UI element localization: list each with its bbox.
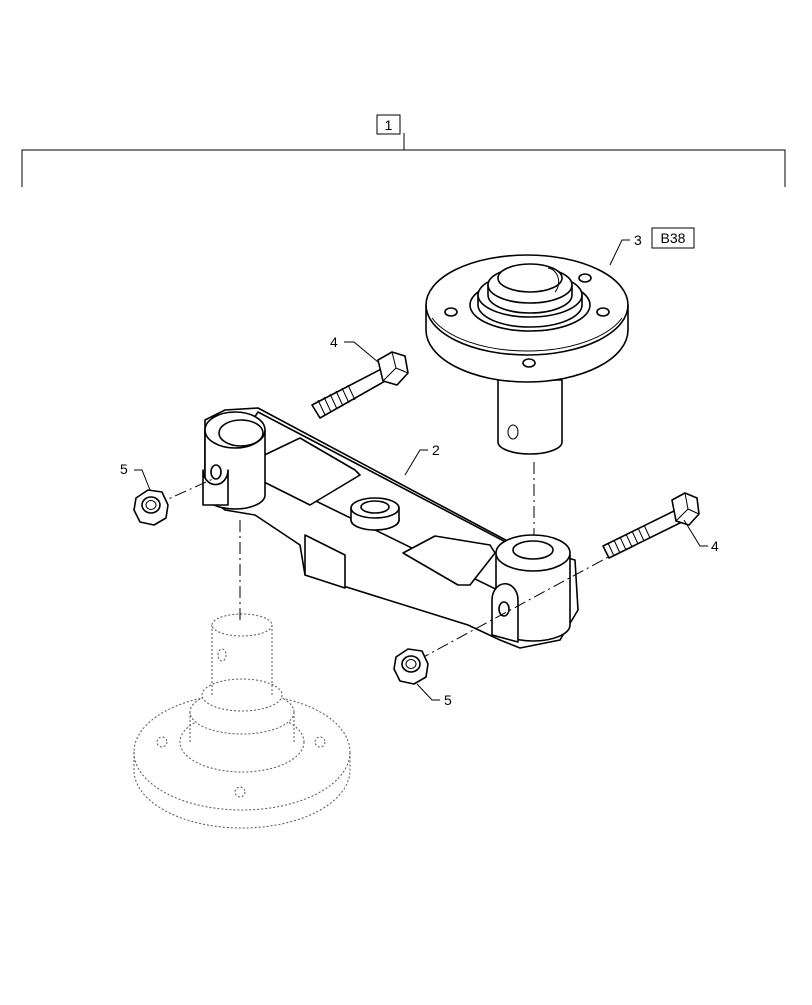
- callout-2: 2: [404, 442, 440, 476]
- lower-nut: [393, 648, 429, 685]
- lower-spindle-hub-reference: [133, 613, 351, 829]
- callout-1-label: 1: [385, 117, 393, 133]
- spindle-assembly: [425, 254, 629, 455]
- upper-nut: [133, 489, 169, 526]
- callout-4-upper-label: 4: [330, 334, 338, 350]
- callout-2-label: 2: [432, 442, 440, 458]
- centerline-lower-bolt: [417, 554, 613, 661]
- callout-4-lower: 4: [683, 519, 719, 554]
- callout-5-upper: 5: [120, 461, 151, 491]
- callout-5-upper-label: 5: [120, 461, 128, 477]
- assembly-bracket: 1: [21, 114, 786, 187]
- spindle-reference-label: B38: [661, 230, 686, 246]
- callout-5-lower-label: 5: [444, 692, 452, 708]
- callout-3: 3 B38: [609, 227, 695, 266]
- upper-bolt: [311, 351, 409, 419]
- callout-4-lower-label: 4: [711, 538, 719, 554]
- callout-5-lower: 5: [416, 683, 452, 708]
- swing-arm: [202, 407, 579, 649]
- lower-bolt: [602, 492, 700, 559]
- callout-4-upper: 4: [330, 334, 379, 363]
- callout-3-label: 3: [634, 232, 642, 248]
